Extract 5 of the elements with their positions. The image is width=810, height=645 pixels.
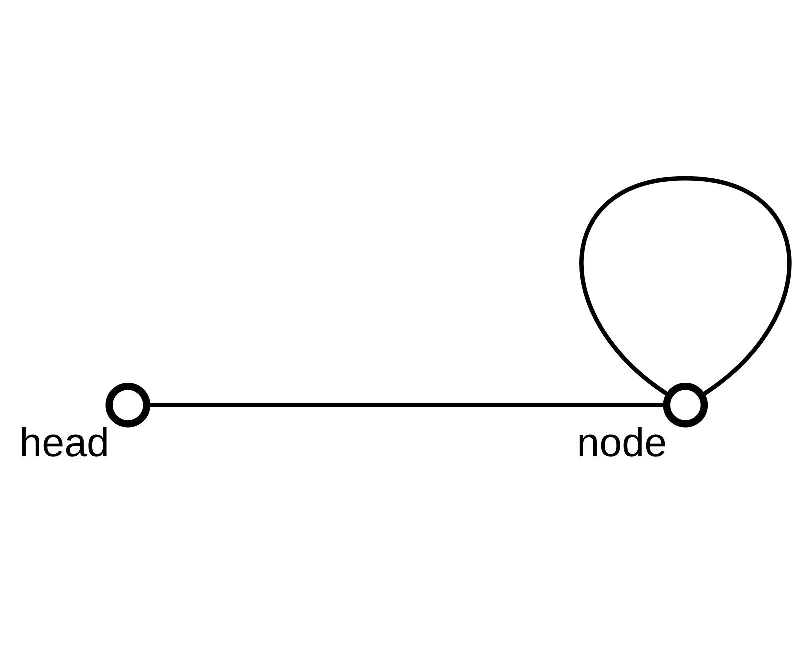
connector (580, 176, 792, 397)
node-label: head (20, 418, 110, 465)
node-circle (106, 382, 151, 428)
node-circle (663, 382, 708, 428)
node-label: node (577, 418, 668, 465)
